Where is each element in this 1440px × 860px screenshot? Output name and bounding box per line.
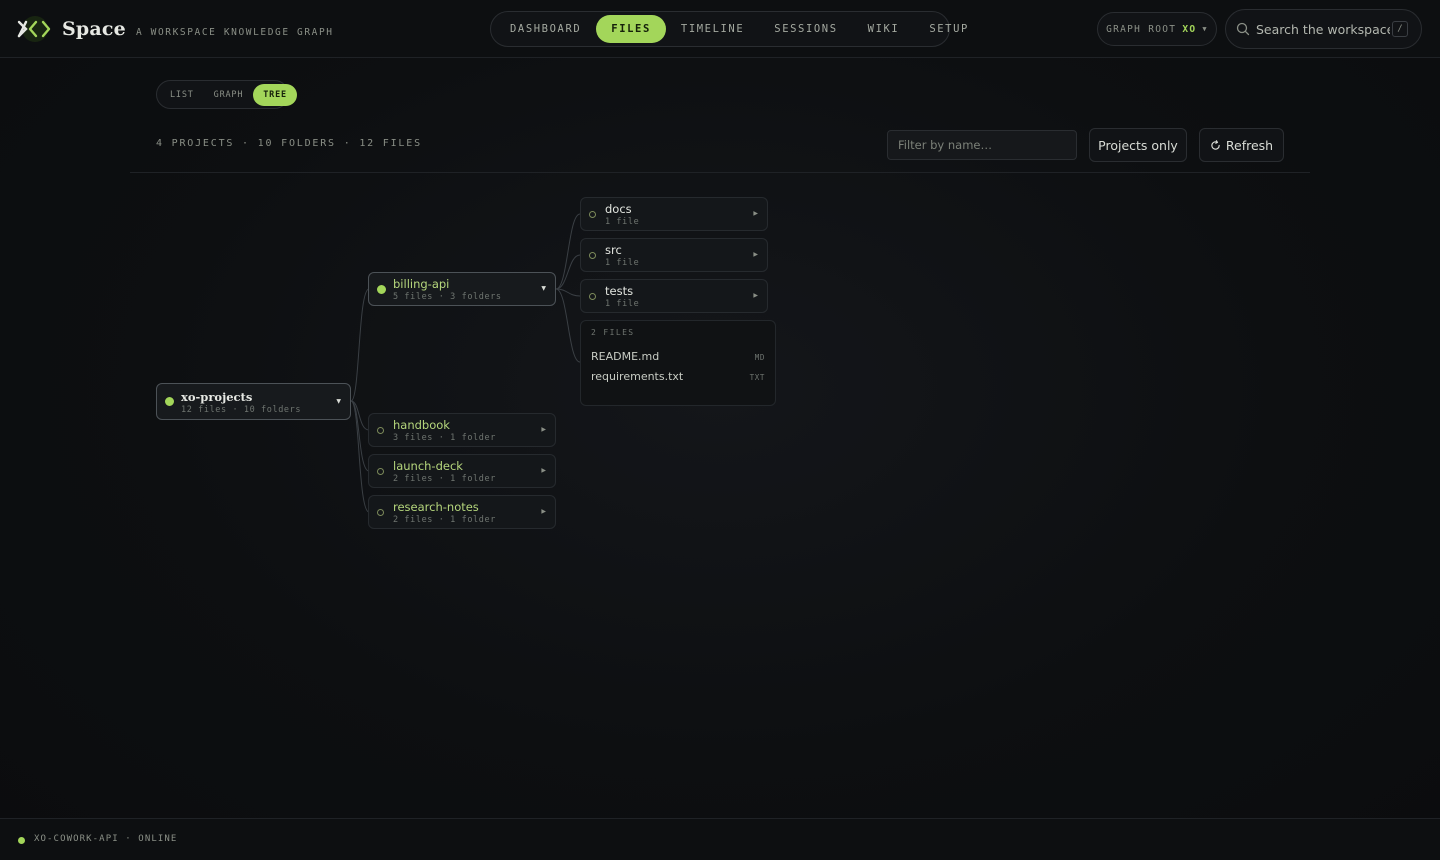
tree-node-folder[interactable]: docs 1 file ▶ bbox=[580, 197, 768, 231]
file-type-badge: MD bbox=[754, 353, 765, 362]
node-name: research-notes bbox=[393, 500, 479, 514]
node-status-dot bbox=[377, 427, 384, 434]
search-box[interactable]: / bbox=[1225, 9, 1422, 49]
projects-only-button[interactable]: Projects only bbox=[1089, 128, 1187, 162]
chevron-right-icon: ▶ bbox=[541, 508, 546, 515]
tree-node-folder[interactable]: src 1 file ▶ bbox=[580, 238, 768, 272]
tree-node-project[interactable]: handbook 3 files · 1 folder ▶ bbox=[368, 413, 556, 447]
tree-node-project[interactable]: research-notes 2 files · 1 folder ▶ bbox=[368, 495, 556, 529]
node-name: launch-deck bbox=[393, 459, 463, 473]
logo-icon bbox=[17, 16, 51, 42]
node-meta: 12 files · 10 folders bbox=[181, 405, 302, 415]
node-status-dot bbox=[589, 293, 596, 300]
node-status-dot bbox=[589, 211, 596, 218]
status-bar: XO-COWORK-API · ONLINE bbox=[0, 818, 1440, 860]
node-name: tests bbox=[605, 284, 634, 298]
node-name: billing-api bbox=[393, 277, 450, 291]
node-status-dot bbox=[165, 397, 174, 406]
node-status-dot bbox=[377, 285, 386, 294]
graph-root-value: XO bbox=[1182, 23, 1197, 35]
graph-root-label: GRAPH ROOT bbox=[1106, 23, 1177, 35]
connection-status: XO-COWORK-API · ONLINE bbox=[34, 834, 178, 844]
tree-node-root[interactable]: xo-projects 12 files · 10 folders ▼ bbox=[156, 383, 351, 420]
node-meta: 3 files · 1 folder bbox=[393, 433, 496, 443]
view-graph[interactable]: GRAPH bbox=[213, 89, 244, 100]
brand[interactable]: Space A WORKSPACE KNOWLEDGE GRAPH bbox=[16, 13, 334, 45]
file-item[interactable]: README.md MD bbox=[581, 348, 775, 366]
chevron-right-icon: ▶ bbox=[753, 292, 758, 299]
main-nav: DASHBOARD FILES TIMELINE SESSIONS WIKI S… bbox=[490, 11, 967, 47]
online-status-icon bbox=[18, 837, 25, 844]
nav-sessions[interactable]: SESSIONS bbox=[774, 23, 838, 35]
node-status-dot bbox=[377, 468, 384, 475]
nav-timeline[interactable]: TIMELINE bbox=[680, 23, 745, 35]
nav-dashboard[interactable]: DASHBOARD bbox=[510, 23, 582, 35]
node-name: handbook bbox=[393, 418, 450, 432]
filter-input[interactable] bbox=[887, 130, 1077, 160]
toolbar-divider bbox=[130, 172, 1310, 173]
node-meta: 5 files · 3 folders bbox=[393, 292, 502, 302]
chevron-down-icon: ▼ bbox=[541, 285, 546, 292]
view-list[interactable]: LIST bbox=[170, 89, 194, 100]
app-header: Space A WORKSPACE KNOWLEDGE GRAPH DASHBO… bbox=[0, 0, 1440, 58]
node-name: xo-projects bbox=[181, 390, 253, 404]
tree-node-project[interactable]: launch-deck 2 files · 1 folder ▶ bbox=[368, 454, 556, 488]
files-list-header: 2 FILES bbox=[591, 328, 635, 337]
file-name: requirements.txt bbox=[591, 370, 684, 383]
refresh-button[interactable]: Refresh bbox=[1199, 128, 1284, 162]
node-meta: 1 file bbox=[605, 217, 640, 227]
graph-root-selector[interactable]: GRAPH ROOT XO ▼ bbox=[1097, 12, 1217, 46]
refresh-label: Refresh bbox=[1225, 137, 1274, 153]
refresh-icon bbox=[1211, 139, 1220, 150]
chevron-down-icon: ▼ bbox=[336, 398, 341, 405]
node-status-dot bbox=[377, 509, 384, 516]
node-name: src bbox=[605, 243, 622, 257]
chevron-down-icon: ▼ bbox=[1202, 25, 1208, 33]
node-name: docs bbox=[605, 202, 632, 216]
search-icon bbox=[1236, 22, 1250, 36]
node-meta: 1 file bbox=[605, 299, 640, 309]
search-input[interactable] bbox=[1256, 21, 1390, 37]
tree-node-project[interactable]: billing-api 5 files · 3 folders ▼ bbox=[368, 272, 556, 306]
node-meta: 2 files · 1 folder bbox=[393, 515, 496, 525]
nav-files[interactable]: FILES bbox=[596, 15, 666, 43]
files-list: 2 FILES README.md MD requirements.txt TX… bbox=[580, 320, 776, 406]
workspace-stats: 4 PROJECTS · 10 FOLDERS · 12 FILES bbox=[156, 138, 422, 149]
chevron-right-icon: ▶ bbox=[753, 251, 758, 258]
nav-wiki[interactable]: WIKI bbox=[867, 23, 900, 35]
brand-name: Space bbox=[62, 18, 126, 40]
nav-setup[interactable]: SETUP bbox=[929, 23, 969, 35]
node-meta: 1 file bbox=[605, 258, 640, 268]
chevron-right-icon: ▶ bbox=[541, 426, 546, 433]
projects-only-label: Projects only bbox=[1098, 137, 1178, 153]
node-meta: 2 files · 1 folder bbox=[393, 474, 496, 484]
file-item[interactable]: requirements.txt TXT bbox=[581, 368, 775, 386]
file-name: README.md bbox=[591, 350, 660, 363]
brand-tagline: A WORKSPACE KNOWLEDGE GRAPH bbox=[135, 26, 334, 38]
view-toggle: LIST GRAPH TREE bbox=[156, 80, 297, 109]
node-status-dot bbox=[589, 252, 596, 259]
chevron-right-icon: ▶ bbox=[753, 210, 758, 217]
view-tree[interactable]: TREE bbox=[253, 83, 297, 106]
tree-node-folder[interactable]: tests 1 file ▶ bbox=[580, 279, 768, 313]
file-type-badge: TXT bbox=[749, 373, 765, 382]
chevron-right-icon: ▶ bbox=[541, 467, 546, 474]
search-shortcut-key: / bbox=[1392, 21, 1408, 37]
